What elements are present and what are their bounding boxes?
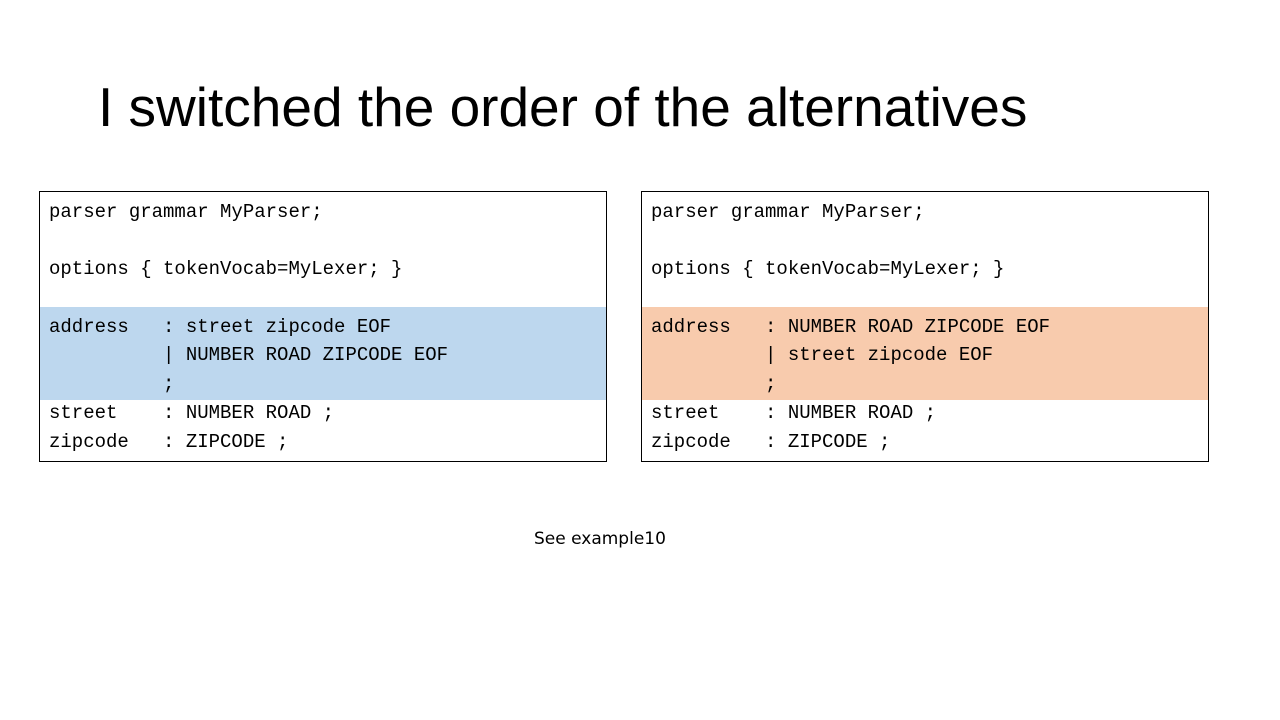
code-line-street-rule: street : NUMBER ROAD ; xyxy=(49,401,335,424)
address-rule-highlight xyxy=(642,307,1208,400)
code-line-address-terminator: ; xyxy=(651,373,777,396)
code-line-options: options { tokenVocab=MyLexer; } xyxy=(49,258,403,281)
reordered-grammar-code-box: parser grammar MyParser; options { tokenV… xyxy=(641,191,1209,462)
code-line-parser-declaration: parser grammar MyParser; xyxy=(49,201,323,223)
code-line-blank xyxy=(49,284,448,313)
address-rule-highlight xyxy=(40,307,606,400)
grammar-code: parser grammar MyParser; options { tokenV… xyxy=(651,198,1050,456)
original-grammar-code-box: parser grammar MyParser; options { tokenV… xyxy=(39,191,607,462)
footnote: See example10 xyxy=(534,529,666,549)
code-line-address-second-alternative: | NUMBER ROAD ZIPCODE EOF xyxy=(49,344,449,367)
code-line-zipcode-rule: zipcode : ZIPCODE ; xyxy=(49,430,289,453)
grammar-code: parser grammar MyParser; options { tokenV… xyxy=(49,198,448,456)
code-line-address-first-alternative: address : NUMBER ROAD ZIPCODE EOF xyxy=(651,315,1051,338)
code-line-options: options { tokenVocab=MyLexer; } xyxy=(651,258,1005,281)
code-line-blank xyxy=(651,227,1050,256)
code-line-address-first-alternative: address : street zipcode EOF xyxy=(49,315,392,338)
code-line-parser-declaration: parser grammar MyParser; xyxy=(651,201,925,223)
code-line-zipcode-rule: zipcode : ZIPCODE ; xyxy=(651,430,891,453)
code-line-blank xyxy=(49,227,448,256)
code-line-address-terminator: ; xyxy=(49,373,175,396)
code-line-blank xyxy=(651,284,1050,313)
code-line-address-second-alternative: | street zipcode EOF xyxy=(651,344,994,367)
slide-title: I switched the order of the alternatives xyxy=(98,76,1028,138)
code-line-street-rule: street : NUMBER ROAD ; xyxy=(651,401,937,424)
